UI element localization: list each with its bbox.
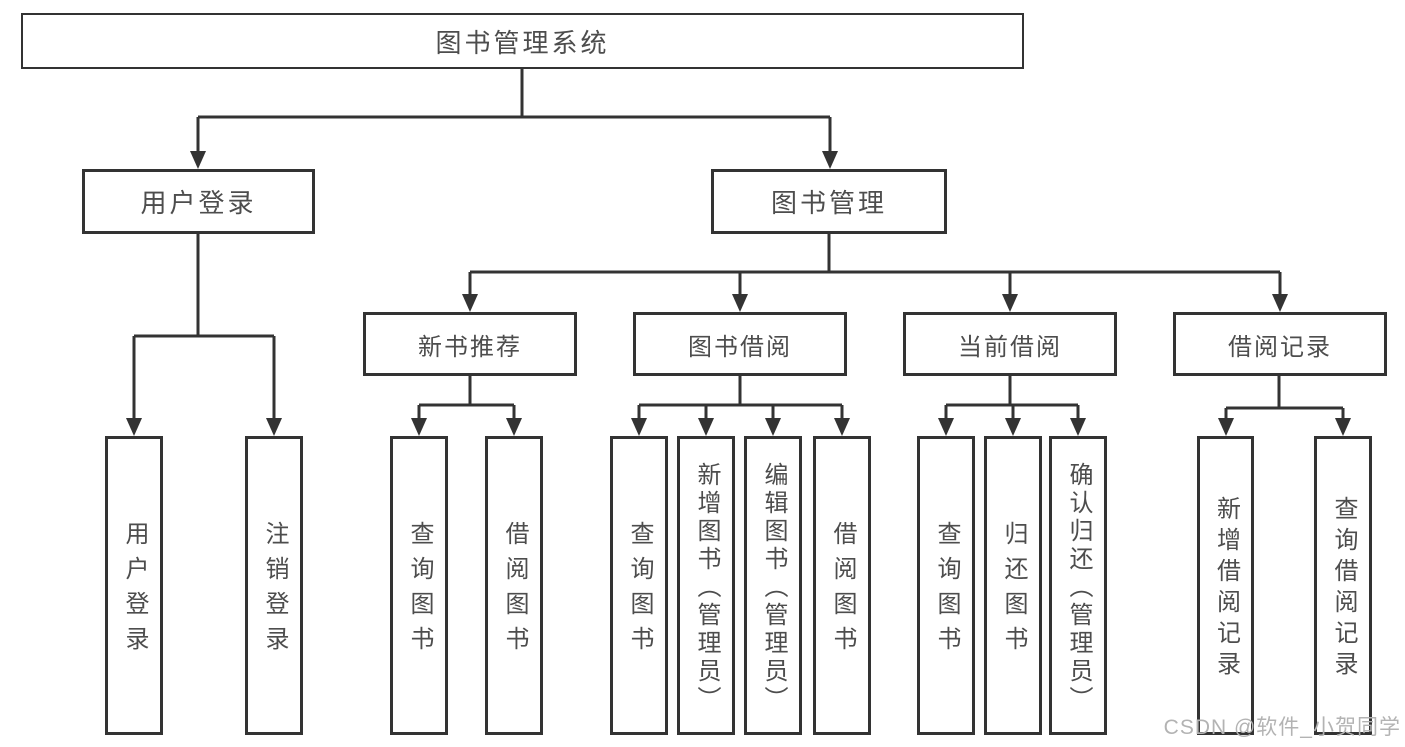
arrowhead-icons (126, 151, 1351, 436)
leaf-query-borrow-record: 查询借阅记录 (1314, 436, 1372, 735)
leaf-add-book-admin: 新增图书（管理员） (677, 436, 735, 735)
node-label: 新书推荐 (418, 333, 522, 361)
leaf-add-borrow-record: 新增借阅记录 (1197, 436, 1254, 735)
leaf-query-books-current: 查询图书 (917, 436, 975, 735)
leaf-logout: 注销登录 (245, 436, 303, 735)
node-label: 图书借阅 (688, 333, 792, 361)
node-book-borrowing: 图书借阅 (633, 312, 847, 376)
node-new-book-recommend: 新书推荐 (363, 312, 577, 376)
node-label: 图书管理系统 (435, 27, 610, 58)
leaf-query-books-recommend: 查询图书 (390, 436, 448, 735)
leaf-borrow-books-recommend: 借阅图书 (485, 436, 543, 735)
leaf-label: 确认归还（管理员） (1065, 461, 1092, 714)
leaf-query-books-borrow: 查询图书 (610, 436, 668, 735)
node-label: 借阅记录 (1228, 333, 1332, 361)
leaf-borrow-books: 借阅图书 (813, 436, 871, 735)
leaf-label: 用户登录 (121, 521, 148, 661)
node-label: 用户登录 (140, 188, 257, 218)
leaf-label: 借阅图书 (829, 521, 856, 661)
leaf-confirm-return-admin: 确认归还（管理员） (1049, 436, 1107, 735)
node-library-management-system: 图书管理系统 (21, 13, 1024, 69)
watermark: CSDN @软件_小贺同学 (1163, 716, 1401, 739)
leaf-label: 注销登录 (261, 521, 288, 661)
leaf-label: 查询图书 (933, 521, 960, 661)
leaf-label: 查询图书 (406, 521, 433, 661)
leaf-label: 新增借阅记录 (1212, 496, 1240, 682)
leaf-label: 查询借阅记录 (1330, 496, 1357, 682)
node-label: 当前借阅 (958, 333, 1062, 361)
node-book-management: 图书管理 (711, 169, 947, 234)
leaf-edit-book-admin: 编辑图书（管理员） (744, 436, 802, 735)
leaf-label: 归还图书 (1000, 521, 1027, 661)
leaf-label: 新增图书（管理员） (693, 461, 720, 714)
leaf-label: 借阅图书 (501, 521, 528, 661)
node-current-borrowing: 当前借阅 (903, 312, 1117, 376)
node-borrow-records: 借阅记录 (1173, 312, 1387, 376)
leaf-label: 查询图书 (626, 521, 653, 661)
node-user-login-branch: 用户登录 (82, 169, 315, 234)
node-label: 图书管理 (770, 188, 887, 218)
leaf-label: 编辑图书（管理员） (760, 461, 787, 714)
leaf-return-books: 归还图书 (984, 436, 1042, 735)
leaf-user-login: 用户登录 (105, 436, 163, 735)
